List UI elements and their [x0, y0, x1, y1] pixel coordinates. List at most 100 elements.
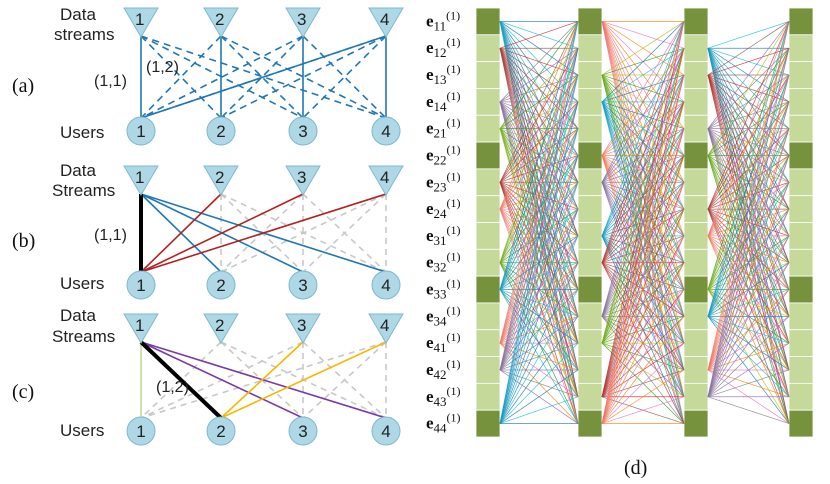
panel-d-node-label-2-base: e — [426, 38, 434, 57]
panel-a-user-id-1: 1 — [136, 122, 145, 141]
panel-d-edge-l1-16-3 — [499, 74, 579, 424]
panel-d-edge-l2-16-7 — [601, 182, 685, 424]
panel-d-edge-l3-15-1 — [707, 21, 790, 397]
panel-b-user-id-1: 1 — [136, 276, 145, 295]
panel-d-node-label-9: e31(1) — [426, 223, 461, 248]
panel-d-edge-l1-10-1 — [499, 21, 579, 263]
panel-d-edge-l3-8-1 — [707, 21, 790, 210]
panel-d-layer-3-node-4 — [683, 88, 709, 116]
panel-b-users-label: Users — [60, 274, 104, 293]
panel-c-edge-s4-u2 — [220, 341, 387, 419]
panel-d-edge-l3-12-1 — [707, 21, 790, 317]
panel-d-node-label-11: e33(1) — [426, 277, 461, 302]
panel-d-layer-4-node-16 — [788, 409, 814, 438]
panel-a-stream-triangle-1 — [123, 7, 159, 38]
panel-a-letter: (a) — [12, 75, 34, 97]
panel-a-edge-s4-u3 — [302, 35, 387, 119]
panel-d-layer-3-node-3 — [683, 61, 709, 89]
panel-d-layer-3-node-11 — [683, 275, 709, 304]
panel-d-node-label-13-sub: 41 — [434, 340, 447, 355]
panel-d-layer-4-node-13 — [788, 329, 814, 357]
panel-d-layer-2-node-10 — [577, 248, 603, 277]
panel-d-layer-2-node-6 — [577, 141, 603, 170]
panel-d-node-label-7: e23(1) — [426, 169, 461, 194]
panel-b-user-id-3: 3 — [298, 276, 307, 295]
panel-d-node-label-5-base: e — [426, 119, 434, 138]
panel-d-layer-4-node-4 — [788, 88, 814, 116]
panel-d-node-label-12-base: e — [426, 306, 434, 325]
panel-d-node-label-4-sub: 14 — [434, 99, 448, 114]
panel-d-node-label-5: e21(1) — [426, 116, 461, 141]
panel-d-edge-l2-4-1 — [601, 21, 685, 103]
panel-c-stream-node-2: 2 — [203, 313, 239, 344]
panel-d-layer-4 — [788, 7, 814, 438]
panel-b-user-circle-4 — [371, 270, 401, 300]
panel-d-node-label-8-base: e — [426, 199, 434, 218]
panel-d-node-label-1-sup: (1) — [446, 8, 460, 22]
panel-d-edge-l2-16-11 — [601, 289, 685, 424]
panel-d-node-label-4-base: e — [426, 92, 434, 111]
panel-d-layer-1 — [475, 7, 501, 438]
panel-d-edge-l3-15-14 — [707, 369, 790, 398]
panel-b-edge-s3-u1 — [140, 193, 304, 273]
panel-d-layer-3-node-7 — [683, 168, 709, 197]
panel-c-stream-triangle-4 — [368, 313, 404, 344]
panel-d-edge-l3-3-1 — [707, 21, 790, 76]
panel-d-layer-1-node-15 — [475, 382, 501, 411]
panel-d-edge-l3-5-1 — [707, 21, 790, 129]
panel-d-edge-l2-16-1 — [601, 21, 685, 424]
panel-d-edge-l3-9-1 — [707, 21, 790, 237]
panel-d-edge-l2-12-1 — [601, 21, 685, 317]
panel-d-layer-3-node-13 — [683, 329, 709, 357]
panel-a-user-node-2: 2 — [206, 116, 236, 146]
panel-d-layer-1-node-2 — [475, 34, 501, 63]
panel-d-node-label-16-base: e — [426, 414, 434, 433]
panel-c-user-node-3: 3 — [288, 416, 318, 446]
panel-c-user-node-1: 1 — [126, 416, 156, 446]
panel-d-edge-l2-16-9 — [601, 235, 685, 424]
panel-c-edge-s1-u3 — [140, 341, 304, 419]
panel-d-layer-4-node-8 — [788, 195, 814, 223]
panel-d-layer-3-node-10 — [683, 248, 709, 277]
panel-d-layer-1-node-8 — [475, 195, 501, 223]
panel-b-user-circle-3 — [288, 270, 318, 300]
panel-c-user-id-1: 1 — [136, 422, 145, 441]
panel-d-layer-3-node-9 — [683, 222, 709, 250]
panel-d-edge-l2-16-12 — [601, 316, 685, 424]
panel-d-edge-l2-13-2 — [601, 48, 685, 344]
panel-d-node-label-10-sup: (1) — [447, 250, 461, 264]
panel-d-layer-2-node-2 — [577, 34, 603, 63]
panel-d-layer-4-node-12 — [788, 302, 814, 331]
panel-c-edges — [139, 340, 387, 420]
panel-a-stream-id-3: 3 — [297, 10, 306, 29]
panel-a-stream-node-1: 1 — [123, 7, 159, 38]
panel-c-user-circle-3 — [288, 416, 318, 446]
panel-d-node-label-13-sup: (1) — [447, 330, 461, 344]
panel-d-node-label-2-sub: 12 — [434, 45, 447, 60]
panel-b-edge-s2-u1 — [140, 193, 222, 273]
panel-a-edge-s3-u4 — [302, 35, 387, 119]
panel-d-layer-1-node-4 — [475, 88, 501, 116]
panel-c-letter: (c) — [12, 381, 34, 403]
panel-d-node-label-16-sub: 44 — [434, 421, 448, 436]
panel-d-edge-l1-2-1 — [499, 21, 579, 49]
panel-d-edge-l1-16-2 — [499, 48, 579, 424]
panel-d-node-label-15-sub: 43 — [434, 394, 447, 409]
panel-a-user-node-1: 1 — [126, 116, 156, 146]
panel-d-node-label-13-base: e — [426, 333, 434, 352]
panel-b-user-node-4: 4 — [371, 270, 401, 300]
panel-a-user-node-3: 3 — [288, 116, 318, 146]
panel-d-layer-3-node-12 — [683, 302, 709, 331]
panel-d-edge-l2-16-2 — [601, 48, 685, 424]
panel-d-edge-l3-15-7 — [707, 182, 790, 397]
panel-d-edge-l2-16-8 — [601, 208, 685, 424]
panel-d-node-label-15-sup: (1) — [447, 384, 461, 398]
panel-a-stream-node-2: 2 — [203, 7, 239, 38]
panel-a-stream-id-1: 1 — [135, 10, 144, 29]
panel-d-layer-4-node-3 — [788, 61, 814, 89]
panel-b-streams-label-line1: Data — [60, 161, 96, 180]
panel-d-edge-l3-15-5 — [707, 128, 790, 397]
panel-d-node-label-12-sub: 34 — [434, 313, 448, 328]
panel-c-user-id-3: 3 — [298, 422, 307, 441]
panel-d-layer-2-node-3 — [577, 61, 603, 89]
